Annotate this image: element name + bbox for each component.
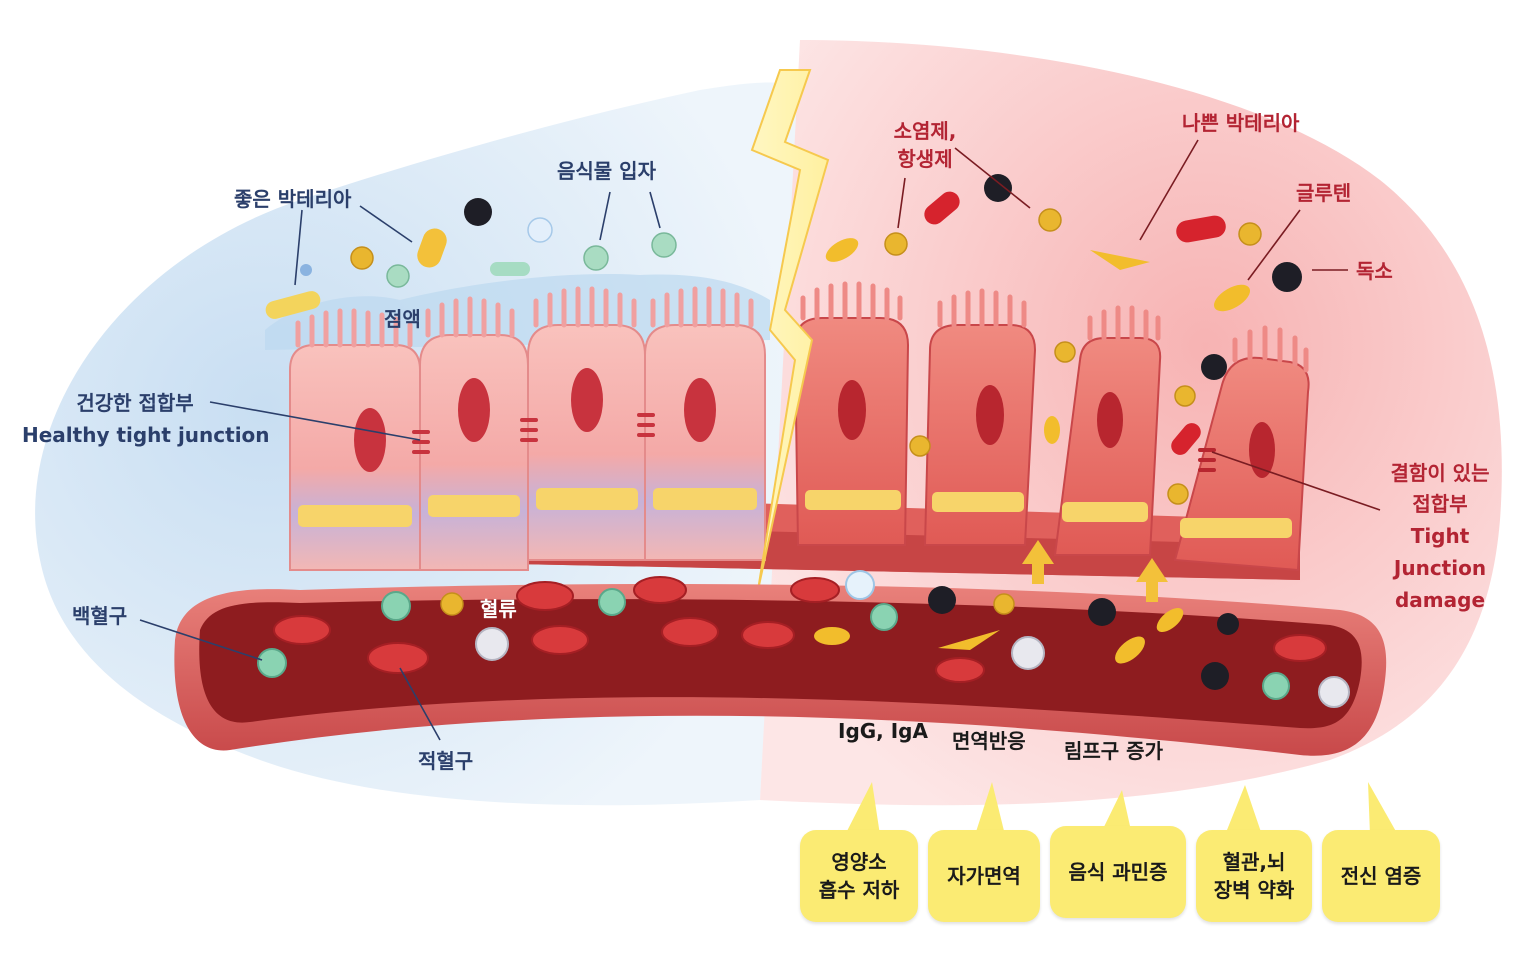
damaged-microvilli [800, 281, 1309, 373]
divider-lightning-bolt [750, 69, 830, 591]
gluten-particles [814, 238, 1251, 664]
healthy-cell [644, 324, 766, 561]
anti-inflammatory-label-line1: 소염제, [893, 119, 957, 143]
consequence-systemic-inflammation: 전신 염증 [1322, 830, 1440, 922]
leader-lines [139, 191, 661, 741]
damaged-junction-label-ko-line2: 접합부 [1412, 492, 1468, 516]
good-bacteria-particles [265, 228, 530, 319]
damaged-junction-marks [1198, 448, 1216, 472]
damaged-cell [793, 317, 910, 546]
white-blood-cell-label: 백혈구 [72, 604, 128, 628]
damaged-cell [923, 324, 1037, 546]
food-particles-label: 음식물 입자 [557, 159, 656, 183]
bad-bacteria-label: 나쁜 박테리아 [1182, 111, 1300, 135]
good-bacteria-label: 좋은 박테리아 [234, 187, 352, 211]
callout-connectors [845, 782, 1398, 835]
leak-arrows [1022, 540, 1168, 602]
consequence-food-sensitivity: 음식 과민증 [1050, 826, 1186, 918]
toxin-label: 독소 [1356, 259, 1393, 283]
damaged-junction-label-en-line2: Junction [1393, 556, 1487, 580]
healthy-cell [527, 324, 646, 561]
damaged-cell [1053, 337, 1162, 556]
toxin-particles [350, 208, 1262, 616]
blood-flow-label: 혈류 [480, 597, 517, 621]
damaged-junction-label-ko-line1: 결함이 있는 [1390, 461, 1490, 485]
healthy-microvilli [295, 286, 754, 348]
healthy-junction-label-ko: 건강한 접합부 [76, 391, 194, 415]
consequence-barrier-weakening: 혈관,뇌 장벽 약화 [1196, 830, 1312, 922]
healthy-cells [289, 286, 766, 571]
mucus-layer [265, 274, 770, 350]
igg-iga-label: IgG, IgA [838, 719, 928, 743]
anti-inflammatory-label-line2: 항생제 [897, 147, 953, 171]
red-blood-cells [273, 576, 1327, 683]
healthy-cell [289, 344, 421, 571]
lymphocyte-increase-label: 림프구 증가 [1064, 739, 1163, 763]
bad-bacteria-particles [464, 174, 1302, 690]
mucus-label: 점액 [384, 307, 421, 331]
drug-capsules [924, 191, 1226, 455]
healthy-junction-label-en: Healthy tight junction [22, 423, 270, 447]
leader-lines-red [897, 139, 1381, 511]
damaged-junction-label-en-line1: Tight [1410, 524, 1470, 548]
gluten-label: 글루텐 [1296, 181, 1352, 205]
consequence-autoimmunity: 자가면역 [928, 830, 1040, 922]
tight-junction-marks [412, 413, 655, 454]
red-blood-cell-label: 적혈구 [418, 749, 474, 773]
immune-response-label: 면역반응 [952, 729, 1026, 753]
consequence-nutrient-absorption: 영양소 흡수 저하 [800, 830, 918, 922]
white-blood-cells [257, 570, 1350, 708]
food-particles [386, 217, 677, 288]
damaged-cell [1173, 356, 1310, 572]
healthy-cell [419, 334, 529, 571]
damaged-junction-label-en-line3: damage [1394, 588, 1486, 612]
damaged-cells [793, 281, 1310, 572]
